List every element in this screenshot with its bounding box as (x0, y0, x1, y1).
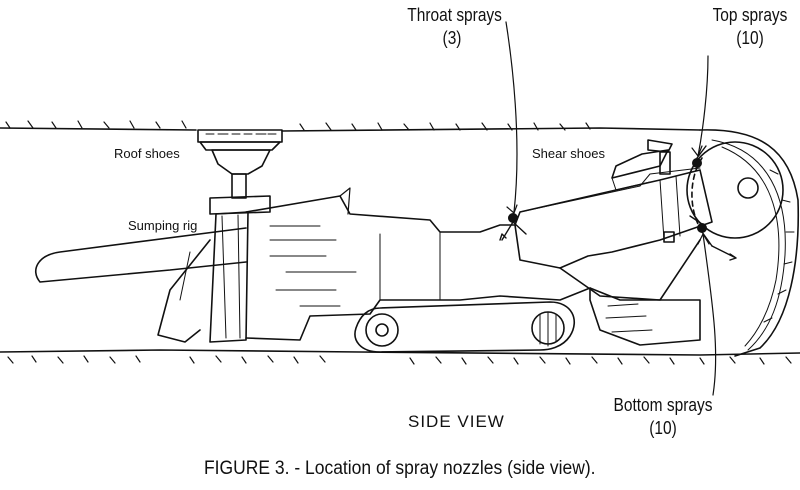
coal-face (699, 129, 800, 357)
top-sprays-label: Top sprays (10) (709, 4, 792, 50)
bottom-sprays-label: Bottom sprays (10) (609, 394, 717, 440)
bottom-sprays-count: (10) (649, 418, 677, 438)
leader-lines (505, 21, 717, 396)
throat-sprays-count: (3) (442, 28, 462, 48)
throat-sprays-label: Throat sprays (3) (407, 4, 502, 50)
throat-spray-nozzle (508, 213, 518, 223)
top-sprays-count: (10) (736, 28, 764, 48)
cutter-drum (686, 141, 784, 239)
bottom-spray-nozzle (697, 223, 707, 233)
top-sprays-name: Top sprays (712, 5, 788, 25)
roof-shoes-label: Roof shoes (114, 146, 180, 161)
miner-body (245, 187, 591, 341)
sumping-rig-label: Sumping rig (128, 218, 198, 233)
top-spray-nozzle (692, 158, 702, 168)
shear-shoes-drawing (611, 139, 673, 191)
tail-boom (35, 227, 247, 283)
spray-arrows (499, 145, 737, 261)
bottom-sprays-name: Bottom sprays (613, 395, 713, 415)
tunnel-floor (0, 349, 800, 365)
crawler-track (354, 301, 575, 353)
cutter-arm (514, 167, 713, 346)
shear-shoes-label: Shear shoes (532, 146, 605, 161)
spray-nozzles (508, 158, 707, 233)
roof-shoes-drawing (197, 129, 283, 199)
figure-caption: FIGURE 3. - Location of spray nozzles (s… (204, 458, 596, 479)
tunnel-roof (0, 120, 701, 132)
throat-sprays-name: Throat sprays (407, 5, 502, 25)
sumping-rig-drawing (157, 195, 271, 343)
side-view-label: SIDE VIEW (408, 412, 505, 431)
